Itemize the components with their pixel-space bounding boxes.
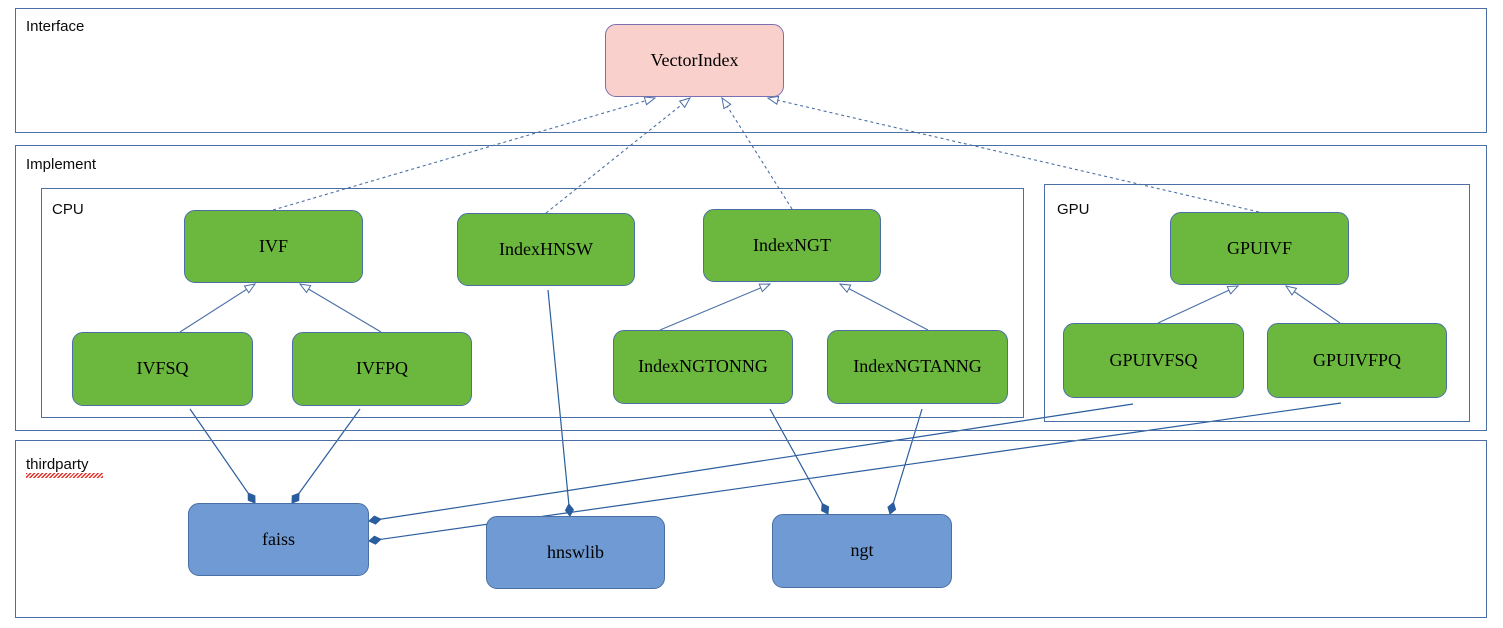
edge-indexngtonng-to-indexngt: [659, 283, 772, 331]
group-thirdparty-label: thirdparty: [26, 456, 89, 473]
node-faiss[interactable]: faiss: [188, 503, 369, 576]
node-indexhnsw[interactable]: IndexHNSW: [457, 213, 635, 286]
edge-hnswlib-to-indexhnsw: [547, 289, 574, 517]
node-indexngtonng[interactable]: IndexNGTONNG: [613, 330, 793, 404]
edge-ivf-to-vectorindex: [272, 96, 657, 211]
edge-gpuivfsq-to-gpuivf: [1157, 285, 1240, 324]
node-ivf[interactable]: IVF: [184, 210, 363, 283]
edge-indexhnsw-to-vectorindex: [545, 97, 692, 214]
edge-faiss-to-gpuivfsq: [368, 403, 1134, 525]
node-ivfsq[interactable]: IVFSQ: [72, 332, 253, 406]
edge-ngt-to-indexngtanng: [887, 408, 923, 515]
node-gpuivfpq[interactable]: GPUIVFPQ: [1267, 323, 1447, 398]
node-ivfpq[interactable]: IVFPQ: [292, 332, 472, 406]
node-indexngt[interactable]: IndexNGT: [703, 209, 881, 282]
edge-gpuivfpq-to-gpuivf: [1284, 285, 1341, 324]
node-vectorindex[interactable]: VectorIndex: [605, 24, 784, 97]
edge-faiss-to-ivfpq: [291, 408, 361, 504]
edge-indexngt-to-vectorindex: [721, 96, 793, 210]
group-implement-label: Implement: [26, 156, 97, 173]
group-implement: [15, 145, 1487, 431]
node-hnswlib[interactable]: hnswlib: [486, 516, 665, 589]
edge-gpuivf-to-vectorindex: [766, 95, 1260, 213]
node-ngt[interactable]: ngt: [772, 514, 952, 588]
group-gpu-label: GPU: [1057, 201, 1090, 218]
edge-ivfsq-to-ivf: [179, 283, 257, 333]
generalization-edges: [179, 283, 1341, 333]
group-cpu-label: CPU: [52, 201, 84, 218]
node-indexngtanng[interactable]: IndexNGTANNG: [827, 330, 1008, 404]
edge-ivfpq-to-ivf: [298, 283, 382, 333]
edge-indexngtanng-to-indexngt: [838, 283, 929, 331]
group-thirdparty: [15, 440, 1487, 618]
group-interface-label: Interface: [26, 18, 85, 35]
group-cpu: [41, 188, 1024, 418]
group-interface: [15, 8, 1487, 133]
edge-faiss-to-ivfsq: [189, 408, 256, 504]
node-gpuivf[interactable]: GPUIVF: [1170, 212, 1349, 285]
edge-ngt-to-indexngtonng: [769, 408, 830, 515]
spellcheck-underline: [26, 473, 103, 478]
realization-edges: [272, 95, 1260, 214]
node-gpuivfsq[interactable]: GPUIVFSQ: [1063, 323, 1244, 398]
group-gpu: [1044, 184, 1470, 422]
